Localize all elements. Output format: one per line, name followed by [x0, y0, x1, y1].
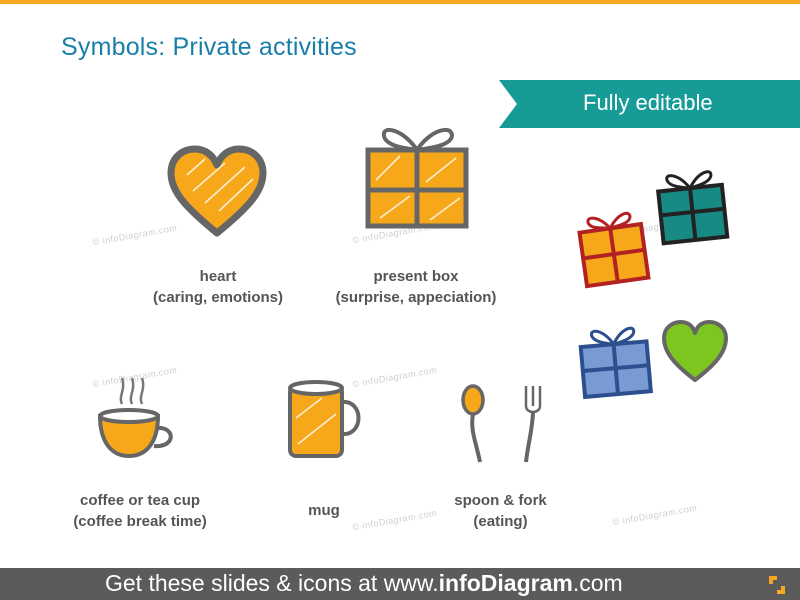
fork-icon — [524, 386, 542, 463]
present-box-icon — [365, 127, 469, 229]
mug-label-title: mug — [308, 502, 340, 519]
footer-prefix: Get these slides & icons at www. — [105, 570, 439, 596]
cup-label: coffee or tea cup (coffee break time) — [40, 490, 240, 532]
present-label-desc: (surprise, appeciation) — [335, 289, 497, 306]
blue-gift-icon — [578, 326, 654, 400]
green-heart-icon — [662, 320, 728, 382]
heart-label: heart (caring, emotions) — [118, 266, 318, 308]
present-label-title: present box — [373, 268, 459, 285]
page-title: Symbols: Private activities — [61, 33, 357, 61]
coffee-cup-icon — [97, 377, 173, 459]
top-accent-bar — [0, 0, 800, 4]
fully-editable-ribbon: Fully editable — [499, 80, 800, 128]
heart-label-title: heart — [199, 268, 237, 285]
footer-suffix: .com — [572, 570, 623, 596]
heart-label-desc: (caring, emotions) — [152, 289, 283, 306]
spoon-label-desc: (eating) — [473, 513, 528, 530]
footer-bar: Get these slides & icons at www.infoDiag… — [0, 568, 800, 600]
watermark: © infoDiagram.com — [611, 502, 698, 528]
teal-gift-icon — [655, 170, 730, 246]
cup-label-title: coffee or tea cup — [79, 492, 201, 509]
ribbon-label: Fully editable — [583, 90, 713, 115]
footer-brand: infoDiagram — [438, 570, 573, 596]
heart-icon — [167, 145, 267, 237]
footer-text: Get these slides & icons at www.infoDiag… — [105, 570, 623, 597]
footer-corner-icon — [769, 576, 785, 594]
present-label: present box (surprise, appeciation) — [316, 266, 516, 308]
spoon-icon — [461, 384, 485, 463]
mug-icon — [288, 380, 361, 458]
mug-label: mug — [274, 500, 374, 521]
cup-label-desc: (coffee break time) — [73, 513, 207, 530]
spoon-label-title: spoon & fork — [454, 492, 547, 509]
red-gift-icon — [577, 211, 651, 289]
spoon-fork-label: spoon & fork (eating) — [418, 490, 583, 532]
ribbon-shape — [499, 80, 800, 128]
